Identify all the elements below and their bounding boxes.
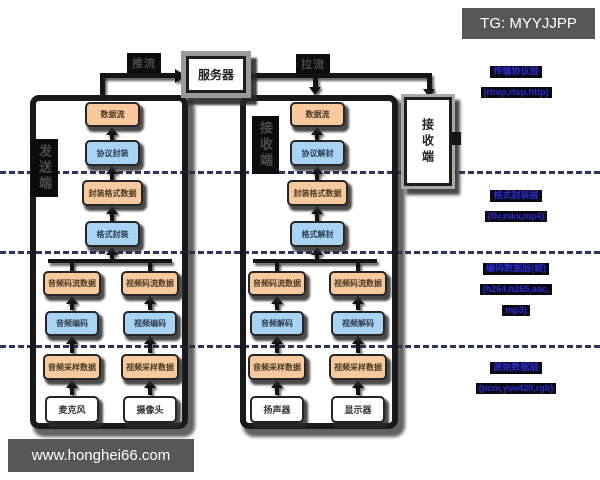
arrow-down-icon (423, 89, 435, 97)
sender-format-box: 格式封装 (85, 221, 140, 247)
receiver-side-label: 接收端 (252, 116, 279, 174)
receiver-output-stub (452, 132, 461, 145)
annotation-codec-detail2: mp3) (502, 304, 530, 317)
tg-badge: TG: MYYJJPP (462, 8, 595, 39)
push-stream-line (100, 73, 176, 78)
receiver-container-data-box: 封装格式数据 (287, 180, 348, 206)
arrow-up-icon (311, 166, 323, 180)
receiver-branch-line (427, 78, 432, 90)
arrow-up-icon (106, 166, 118, 180)
annotation-container: 格式封装层 (flv,mkv,mp4) (455, 184, 577, 226)
annotation-transport: 传输协议层 (rtmp,rtsp,http) (455, 60, 577, 102)
arrow-up-icon (311, 127, 323, 140)
receiver-display-box: 显示器 (331, 396, 385, 423)
receiver-node: 接收端 (404, 97, 452, 186)
arrow-up-icon (311, 206, 323, 221)
arrow-up-icon (144, 380, 156, 395)
receiver-video-stream-box: 视频码流数据 (329, 271, 387, 296)
sender-video-codec-box: 视频编码 (123, 311, 177, 336)
pull-stream-line (246, 73, 432, 78)
arrow-up-icon (271, 336, 283, 353)
annotation-raw: 原始数据层 (pcm,yuv420,rgb) (455, 356, 577, 398)
arrow-up-icon (144, 296, 156, 310)
push-stream-label: 推流 (127, 53, 161, 73)
arrow-up-icon (106, 127, 118, 140)
receiver-audio-stream-box: 音频码流数据 (248, 271, 306, 296)
receiver-audio-codec-box: 音频解码 (250, 311, 304, 336)
arrow-up-icon (66, 380, 78, 395)
receiver-format-box: 格式解封 (290, 221, 345, 247)
receiver-merge-bar (253, 259, 377, 263)
arrow-up-icon (271, 296, 283, 310)
layer-separator-line-2 (0, 251, 600, 254)
sender-data-stream-box: 数据流 (85, 102, 140, 127)
sender-audio-merge-stub (70, 261, 74, 272)
sender-camera-box: 摄像头 (123, 396, 177, 423)
arrow-up-icon (144, 336, 156, 353)
annotation-raw-title: 原始数据层 (490, 362, 542, 374)
sender-group-frame (30, 95, 188, 429)
site-watermark: www.honghei66.com (8, 439, 194, 472)
receiver-audio-merge-stub (275, 261, 279, 272)
pull-stream-branch-line (313, 78, 318, 88)
receiver-video-merge-stub (356, 261, 360, 272)
sender-container-data-box: 封装格式数据 (82, 180, 143, 206)
sender-protocol-box: 协议封装 (85, 140, 140, 166)
annotation-transport-detail: (rtmp,rtsp,http) (480, 86, 552, 99)
receiver-speaker-box: 扬声器 (250, 396, 304, 423)
arrow-up-icon (66, 336, 78, 353)
arrow-down-icon (309, 87, 321, 95)
sender-video-merge-stub (148, 261, 152, 272)
sender-video-sample-box: 视频采样数据 (121, 354, 179, 380)
arrow-up-icon (271, 380, 283, 395)
annotation-transport-title: 传输协议层 (490, 66, 542, 78)
sender-merge-bar (48, 259, 172, 263)
arrow-up-icon (106, 206, 118, 221)
sender-audio-codec-box: 音频编码 (45, 311, 99, 336)
layer-separator-line-1 (0, 171, 600, 174)
arrow-right-icon (175, 69, 186, 83)
arrow-up-icon (352, 336, 364, 353)
pull-stream-label: 拉流 (296, 54, 330, 74)
server-node: 服务器 (186, 56, 246, 93)
receiver-group-frame (240, 95, 398, 429)
annotation-codec-title: 编码数据层(帧) (483, 263, 549, 275)
push-stream-line-vertical (100, 75, 105, 97)
receiver-data-stream-box: 数据流 (290, 102, 345, 127)
arrow-up-icon (106, 247, 118, 260)
sender-microphone-box: 麦克风 (45, 396, 99, 423)
sender-video-stream-box: 视频码流数据 (121, 271, 179, 296)
annotation-raw-detail: (pcm,yuv420,rgb) (475, 382, 557, 395)
sender-side-label: 发送端 (31, 139, 58, 197)
arrow-up-icon (352, 380, 364, 395)
sender-audio-sample-box: 音频采样数据 (43, 354, 101, 380)
annotation-codec: 编码数据层(帧) (h264,h265,aac, mp3) (455, 257, 577, 319)
layer-separator-line-3 (0, 345, 600, 348)
annotation-codec-detail: (h264,h265,aac, (479, 283, 553, 296)
annotation-container-title: 格式封装层 (490, 190, 542, 202)
receiver-video-sample-box: 视频采样数据 (329, 354, 387, 380)
receiver-protocol-box: 协议解封 (290, 140, 345, 166)
sender-audio-stream-box: 音频码流数据 (43, 271, 101, 296)
receiver-video-codec-box: 视频解码 (331, 311, 385, 336)
arrow-up-icon (66, 296, 78, 310)
receiver-audio-sample-box: 音频采样数据 (248, 354, 306, 380)
arrow-up-icon (352, 296, 364, 310)
arrow-up-icon (311, 247, 323, 260)
annotation-container-detail: (flv,mkv,mp4) (484, 210, 548, 223)
